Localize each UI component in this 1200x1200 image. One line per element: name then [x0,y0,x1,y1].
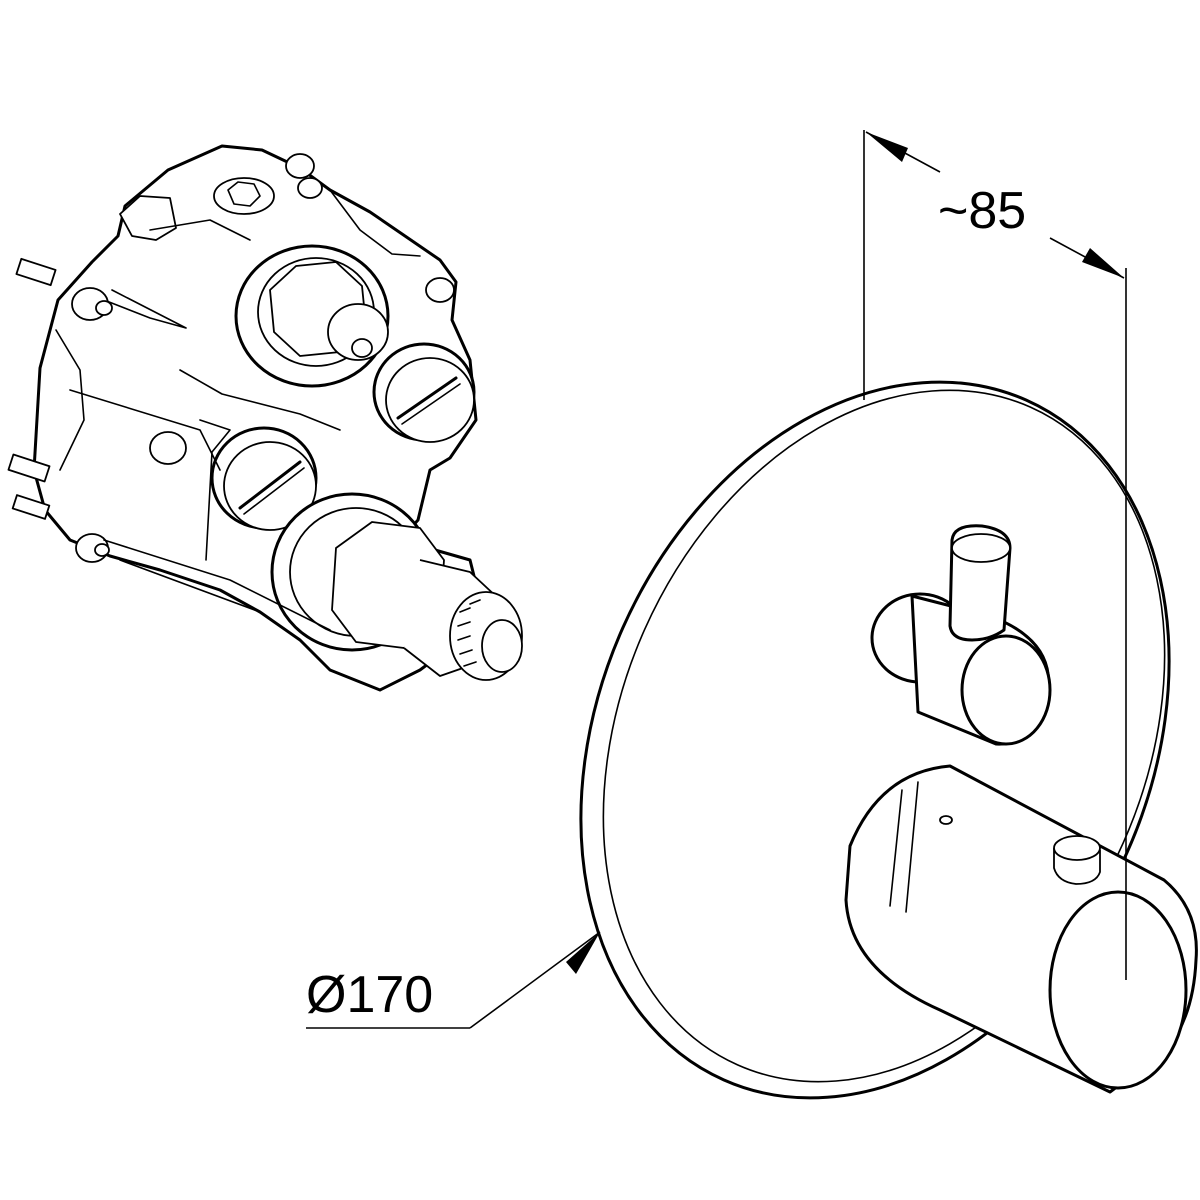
leader-arrow [566,932,600,974]
left-pin-upper [15,257,57,287]
left-pin-bottom [11,494,51,520]
diverter-cap [960,634,1052,746]
housing-fin [103,289,187,329]
screw-mid [149,431,187,465]
top-cap [119,195,177,241]
hex-socket [213,177,275,215]
arrow-head-right [1082,248,1124,278]
thermostat-handle [844,764,1198,1094]
trim-plate-with-handles [579,380,1198,1100]
diameter-label: Ø170 [306,966,433,1024]
plug-right-slot [396,376,458,420]
spindle-splines [457,599,481,667]
depth-dimension: ~85 [863,130,1127,980]
concealed-valve-body [7,144,523,692]
plug-center-slot [238,460,302,510]
screw-top-1 [285,153,315,179]
thermostat-end [1048,890,1188,1090]
screw-top-right [425,277,455,303]
arrow-head-left [866,132,908,162]
trim-plate-face [602,389,1166,1083]
screw-top-2 [297,177,323,199]
diverter-knob [870,524,1052,746]
diameter-dimension: Ø170 [306,931,601,1029]
leader-line [469,931,601,1029]
depth-label: ~85 [938,182,1026,240]
left-pin-lower [7,453,51,483]
